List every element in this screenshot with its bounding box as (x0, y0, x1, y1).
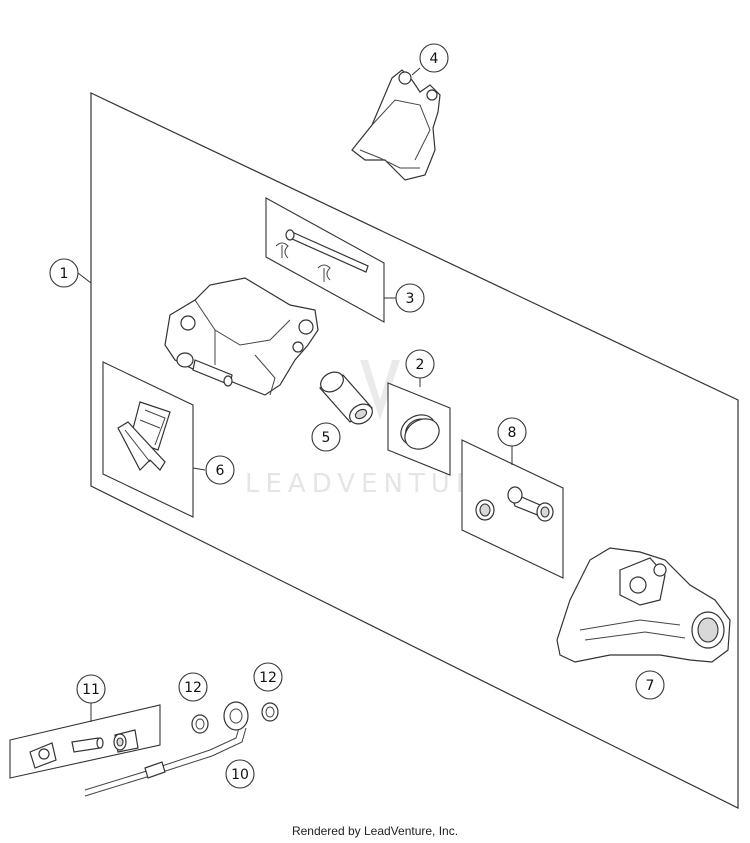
svg-text:12: 12 (184, 680, 202, 696)
part-2-seal-kit (400, 414, 440, 450)
part-4-brake-pads (351, 69, 441, 181)
svg-text:1: 1 (60, 266, 69, 282)
callout-2: 2 (405, 349, 435, 379)
svg-text:2: 2 (416, 357, 425, 373)
part-5-piston (319, 371, 373, 425)
part-8-bleeder-kit (475, 486, 554, 522)
callout-6: 6 (205, 455, 235, 485)
assembly-panel (90, 92, 739, 809)
watermark-text: LEADVENTURE (245, 469, 502, 499)
svg-text:3: 3 (406, 291, 415, 307)
part-12-washer-left (191, 714, 209, 734)
part-3-box (265, 197, 385, 323)
callout-12-right: 12 (253, 662, 283, 692)
callout-10: 10 (225, 759, 255, 789)
callout-8: 8 (497, 417, 527, 447)
callout-12-left: 12 (178, 672, 208, 702)
part-8-box (461, 439, 564, 579)
callout-11: 11 (76, 674, 106, 704)
callout-5: 5 (311, 422, 341, 452)
callout-7: 7 (635, 670, 665, 700)
callout-4: 4 (419, 43, 449, 73)
footer-credit: Rendered by LeadVenture, Inc. (291, 824, 459, 838)
svg-text:10: 10 (231, 767, 249, 783)
callout-3: 3 (395, 283, 425, 313)
svg-text:7: 7 (646, 678, 655, 694)
part-3-pin-kit (275, 229, 369, 282)
watermark: LEADVENTURE (245, 360, 502, 499)
svg-text:11: 11 (82, 682, 100, 698)
part-caliper-body (164, 277, 319, 396)
svg-text:4: 4 (430, 51, 439, 67)
svg-text:12: 12 (259, 670, 277, 686)
part-10-brake-line (84, 701, 249, 797)
part-7-caliper-bracket (556, 547, 731, 663)
callout-1: 1 (49, 258, 79, 288)
svg-text:8: 8 (508, 425, 517, 441)
part-6-pad-spring (117, 401, 171, 472)
part-12-washer-right (261, 702, 279, 722)
part-11-fittings (29, 729, 139, 769)
svg-text:5: 5 (322, 430, 331, 446)
svg-text:6: 6 (216, 463, 225, 479)
